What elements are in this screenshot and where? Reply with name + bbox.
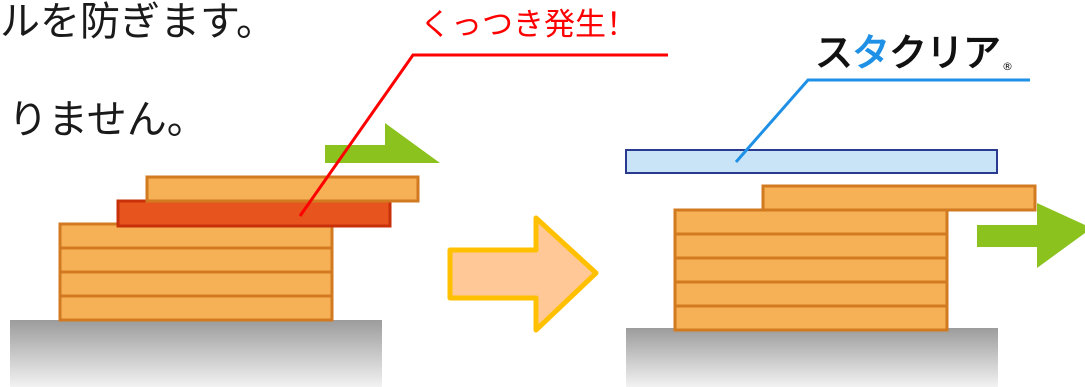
- floor-right: [626, 328, 998, 387]
- right-sheet-5: [673, 304, 949, 332]
- film-callout-line: [734, 78, 1030, 163]
- right-sheet-4: [673, 280, 949, 308]
- stacleer-film: [625, 149, 998, 174]
- logo-part-1: ス: [815, 31, 853, 75]
- green-arrow-icon: [977, 203, 1085, 268]
- intro-text-line-2: りません。: [8, 97, 207, 143]
- registered-mark: ®: [1002, 60, 1013, 73]
- right-sheet-3: [673, 256, 949, 284]
- left-stack: [58, 222, 334, 322]
- stuck-warning-label: くっつき発生！: [420, 7, 637, 43]
- right-sheet-2: [673, 232, 949, 260]
- left-top-sheet: [145, 175, 420, 203]
- stuck-sheet: [116, 199, 392, 228]
- logo-part-3: クリア: [889, 31, 1001, 75]
- green-arrow-icon: [325, 123, 440, 163]
- floor-left: [10, 320, 382, 387]
- logo-part-2: タ: [852, 31, 890, 75]
- right-stack: [673, 208, 949, 332]
- left-sheet-1: [58, 222, 334, 250]
- warning-callout-line: [298, 53, 668, 217]
- big-right-arrow-icon: [447, 215, 599, 333]
- right-top-sheet: [761, 184, 1037, 212]
- left-sheet-2: [58, 246, 334, 274]
- left-sheet-3: [58, 270, 334, 298]
- right-sheet-1: [673, 208, 949, 236]
- intro-text-line-1: ルを防ぎます。: [0, 0, 276, 45]
- left-sheet-4: [58, 294, 334, 322]
- stacleer-logo: スタクリア®: [815, 31, 1013, 75]
